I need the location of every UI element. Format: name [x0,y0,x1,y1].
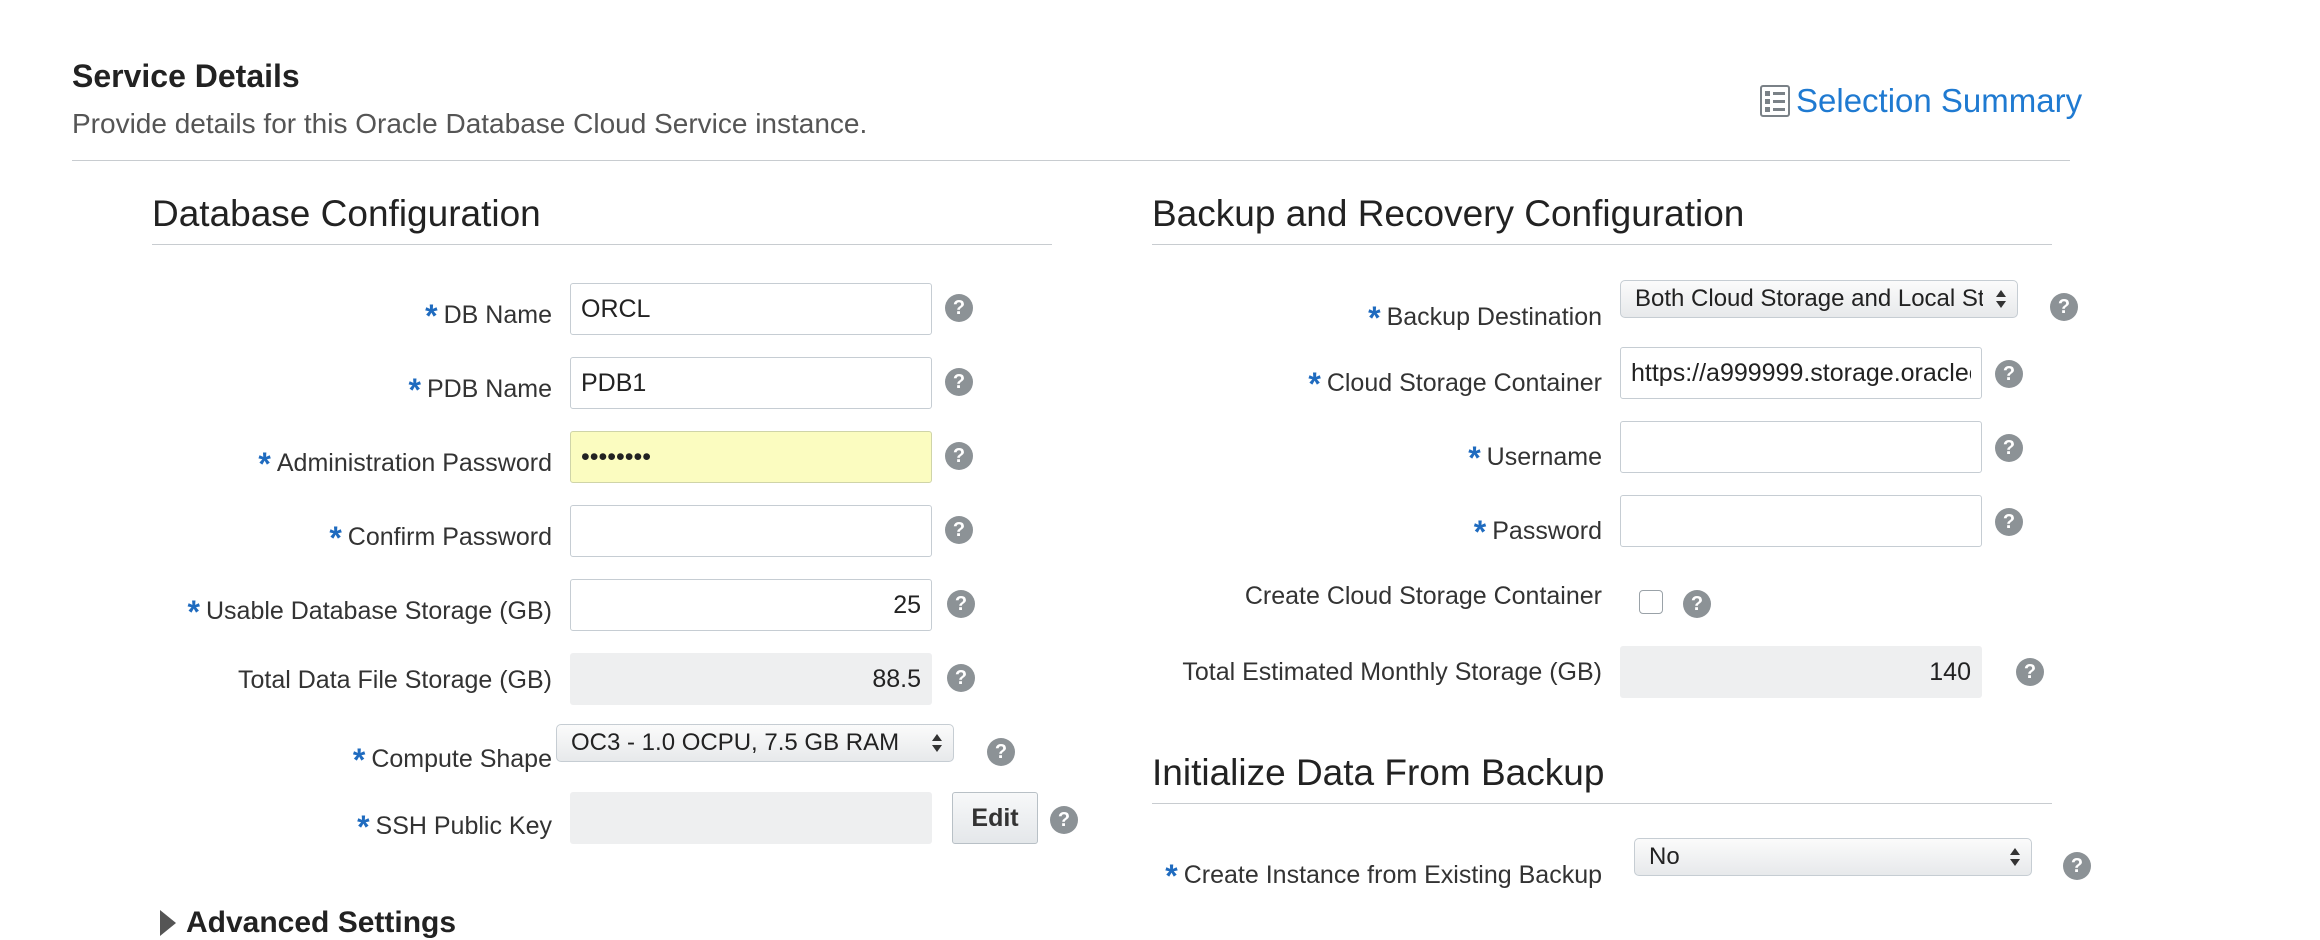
password-label: *Password [1473,510,1602,550]
db-config-divider [152,244,1052,245]
db-name-help-icon[interactable]: ? [945,294,973,322]
cloud-container-input[interactable] [1620,347,1982,399]
usable-storage-input[interactable] [570,579,932,631]
compute-shape-label-text: Compute Shape [371,745,552,773]
ssh-key-input [570,792,932,844]
from-existing-backup-help-icon[interactable]: ? [2063,852,2091,880]
ssh-key-label-text: SSH Public Key [375,812,552,840]
create-container-help-icon[interactable]: ? [1683,590,1711,618]
confirm-password-label: *Confirm Password [329,516,552,556]
admin-password-input[interactable] [570,431,932,483]
backup-destination-select[interactable]: Both Cloud Storage and Local Storage [1620,280,2018,318]
advanced-settings-label: Advanced Settings [186,906,457,939]
usable-storage-label: *Usable Database Storage (GB) [187,590,552,630]
confirm-password-input[interactable] [570,505,932,557]
total-data-file-value [570,653,932,705]
pdb-name-label: *PDB Name [408,368,553,408]
create-container-label: Create Cloud Storage Container [1244,582,1602,610]
create-container-checkbox[interactable] [1639,590,1663,614]
db-name-label-text: DB Name [443,301,552,329]
ssh-key-edit-button[interactable]: Edit [952,792,1038,844]
required-mark: * [187,594,200,630]
compute-shape-value: OC3 - 1.0 OCPU, 7.5 GB RAM [571,729,900,756]
usable-storage-label-text: Usable Database Storage (GB) [205,597,552,625]
required-mark: * [258,446,271,482]
required-mark: * [357,809,370,845]
compute-shape-label: *Compute Shape [352,738,552,778]
init-backup-title: Initialize Data From Backup [1152,752,1605,793]
password-help-icon[interactable]: ? [1995,508,2023,536]
required-mark: * [1308,366,1321,402]
required-mark: * [408,372,421,408]
from-existing-backup-label-text: Create Instance from Existing Backup [1183,861,1602,889]
from-existing-backup-value: No [1649,843,1680,870]
ssh-key-help-icon[interactable]: ? [1050,806,1078,834]
required-mark: * [329,520,342,556]
backup-destination-value: Both Cloud Storage and Local Storage [1635,285,1983,312]
cloud-container-label-text: Cloud Storage Container [1326,369,1602,397]
backup-destination-label-text: Backup Destination [1386,303,1602,331]
required-mark: * [1165,858,1178,894]
pdb-name-label-text: PDB Name [426,375,552,403]
selection-summary-label[interactable]: Selection Summary [1796,82,2083,119]
username-input[interactable] [1620,421,1982,473]
backup-config-title: Backup and Recovery Configuration [1152,193,1745,234]
total-data-file-label: Total Data File Storage (GB) [237,666,552,694]
required-mark: * [1468,440,1481,476]
total-monthly-value [1620,646,1982,698]
cloud-container-label: *Cloud Storage Container [1308,362,1602,402]
backup-config-divider [1152,244,2052,245]
required-mark: * [352,742,366,778]
select-arrows-icon [932,734,942,752]
confirm-password-label-text: Confirm Password [347,523,552,551]
password-label-text: Password [1492,517,1602,545]
pdb-name-help-icon[interactable]: ? [945,368,973,396]
admin-password-label: *Administration Password [258,442,552,482]
password-input[interactable] [1620,495,1982,547]
admin-password-label-text: Administration Password [276,449,552,477]
admin-password-help-icon[interactable]: ? [945,442,973,470]
required-mark: * [425,298,438,334]
select-arrows-icon [2010,848,2020,866]
pdb-name-input[interactable] [570,357,932,409]
db-name-input[interactable] [570,283,932,335]
init-backup-divider [1152,803,2052,804]
required-mark: * [1368,300,1381,336]
confirm-password-help-icon[interactable]: ? [945,516,973,544]
required-mark: * [1473,514,1487,550]
backup-destination-label: *Backup Destination [1368,296,1602,336]
usable-storage-help-icon[interactable]: ? [947,590,975,618]
db-name-label: *DB Name [425,294,552,334]
username-label-text: Username [1486,443,1602,471]
username-help-icon[interactable]: ? [1995,434,2023,462]
from-existing-backup-select[interactable]: No [1634,838,2032,876]
total-monthly-help-icon[interactable]: ? [2016,658,2044,686]
total-monthly-label: Total Estimated Monthly Storage (GB) [1182,658,1602,686]
advanced-settings-toggle[interactable]: Advanced Settings [160,906,456,940]
cloud-container-help-icon[interactable]: ? [1995,360,2023,388]
selection-summary-link[interactable]: Selection Summary [1760,82,2082,120]
total-data-file-help-icon[interactable]: ? [947,664,975,692]
select-arrows-icon [1996,290,2006,308]
ssh-key-label: *SSH Public Key [357,805,552,845]
username-label: *Username [1468,436,1602,476]
compute-shape-help-icon[interactable]: ? [987,738,1015,766]
from-existing-backup-label: *Create Instance from Existing Backup [1165,854,1602,894]
compute-shape-select[interactable]: OC3 - 1.0 OCPU, 7.5 GB RAM [556,724,954,762]
header-divider [72,160,2070,161]
page-title: Service Details [72,58,300,94]
db-config-title: Database Configuration [152,193,541,234]
triangle-right-icon [160,910,176,936]
backup-destination-help-icon[interactable]: ? [2050,293,2078,321]
page-subtitle: Provide details for this Oracle Database… [72,108,868,139]
checklist-icon [1760,85,1790,117]
